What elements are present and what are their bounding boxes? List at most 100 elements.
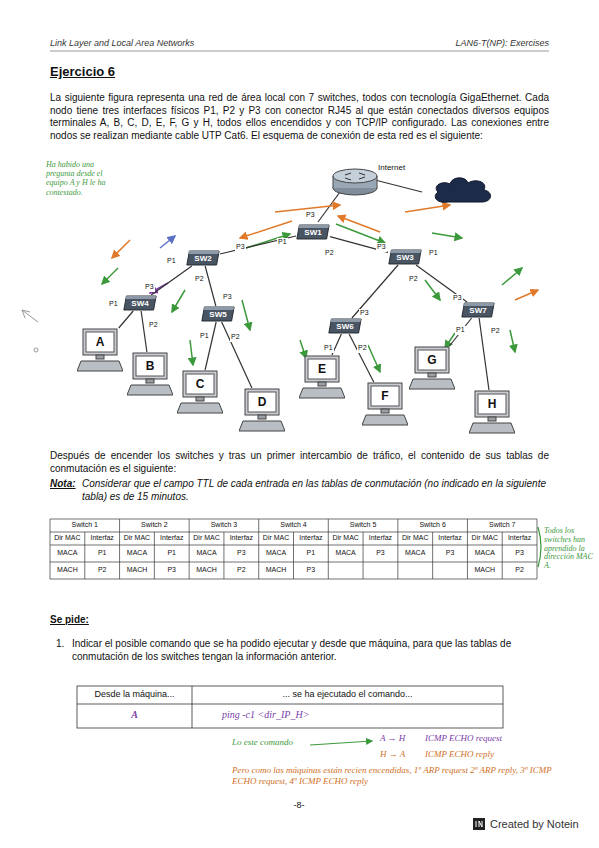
pc-node: G (409, 346, 455, 390)
table-cell: P2 (502, 562, 537, 579)
pc-part (196, 397, 204, 401)
switch-body (389, 250, 421, 264)
table-cell: P1 (85, 545, 120, 562)
table-cell: MACA (259, 545, 294, 562)
table-cell: MACA (120, 545, 155, 562)
table-cell: Dir MAC (259, 532, 294, 545)
table-cell: MACA (189, 545, 224, 562)
grid-line (50, 519, 537, 520)
grid-line (328, 519, 329, 579)
table-cell: P1 (294, 545, 329, 562)
running-header: LAN6-T(NP): Exercises (430, 38, 549, 49)
table-cell: P2 (85, 562, 120, 579)
pc-shape (77, 328, 123, 372)
pc-node: F (362, 382, 408, 426)
pc-part (475, 391, 509, 417)
pc-part (86, 332, 114, 352)
network-link (205, 266, 216, 306)
table-cell: P3 (433, 545, 468, 562)
node-text: G (418, 350, 446, 370)
table-header: Switch 3 (189, 519, 259, 532)
table-header: Switch 7 (467, 519, 537, 532)
table-cell: P3 (224, 545, 259, 562)
pc-part (409, 379, 455, 389)
item-number: 1. (56, 638, 64, 651)
port-label: P1 (199, 332, 210, 341)
cloud-shape (418, 166, 498, 206)
pc-part (381, 409, 389, 413)
table-cell: P3 (294, 562, 329, 579)
pc-part (305, 356, 339, 382)
switch-body (187, 251, 219, 265)
grid-line (223, 532, 224, 579)
pc-part (415, 347, 449, 373)
question-text: Indicar el posible comando que se ha pod… (72, 638, 542, 663)
pc-part (368, 383, 402, 409)
pc-part (371, 386, 399, 406)
grid-line (397, 519, 398, 579)
grid-line (258, 519, 259, 579)
port-label: P3 (359, 309, 370, 318)
node-text: H (478, 394, 506, 414)
port-label: P2 (148, 321, 159, 330)
port-label: P2 (490, 327, 501, 336)
table-cell: Interfaz (85, 532, 120, 545)
grid-line (189, 519, 190, 579)
pc-node: A (77, 328, 123, 372)
node-text: SW4 (131, 299, 148, 308)
table-cell: P3 (502, 545, 537, 562)
grid-line (363, 532, 364, 579)
handwritten-note: Todos los switches han aprendido la dire… (544, 527, 596, 571)
pc-part (488, 417, 496, 421)
node-text: SW7 (469, 306, 486, 315)
table-cell: P3 (154, 562, 189, 579)
port-label: P3 (452, 294, 463, 303)
port-label: P1 (277, 238, 288, 247)
node-text: E (308, 359, 336, 379)
table-header: ... se ha ejecutado el comando... (192, 689, 503, 700)
grid-line (467, 519, 468, 579)
pc-node: E (299, 355, 345, 399)
port-label: P2 (324, 249, 335, 258)
note-heading: Nota: (50, 478, 76, 491)
cloud-shape (435, 178, 490, 202)
grid-line (50, 519, 51, 579)
pc-shape (127, 352, 173, 396)
switch-body (462, 303, 494, 317)
network-link (151, 266, 192, 295)
switch-node: SW2 (186, 250, 220, 266)
pc-shape (469, 390, 515, 434)
pc-shape (362, 382, 408, 426)
pc-part (239, 421, 285, 431)
table-header: Switch 6 (398, 519, 468, 532)
table-cell: MACA (328, 545, 363, 562)
table-cell: MACH (189, 562, 224, 579)
switch-node: SW5 (201, 306, 235, 322)
table-cell: Dir MAC (189, 532, 224, 545)
table-cell: Interfaz (363, 532, 398, 545)
paragraph: Después de encender los switches y tras … (50, 450, 549, 475)
pc-part (133, 353, 167, 379)
pc-part (186, 374, 214, 394)
table-header: Switch 4 (259, 519, 329, 532)
handwritten-note: Pero como las máquinas están recien ence… (232, 765, 562, 788)
switch-body (297, 225, 329, 239)
pc-part (362, 415, 408, 425)
pc-part (96, 355, 104, 359)
switch-node: SW7 (461, 302, 495, 318)
table-cell: Dir MAC (120, 532, 155, 545)
pc-part (478, 394, 506, 414)
network-link (141, 311, 147, 352)
grid-line (432, 532, 433, 579)
table-cell: Interfaz (294, 532, 329, 545)
network-link (479, 318, 489, 390)
port-label: P1 (455, 326, 466, 335)
table-cell: Interfaz (154, 532, 189, 545)
table-cell: MACA (467, 545, 502, 562)
table-cell: Dir MAC (328, 532, 363, 545)
node-text: A (86, 332, 114, 352)
pc-part (183, 371, 217, 397)
port-label: P3 (305, 211, 316, 220)
switch-body (329, 319, 361, 333)
table-cell: Interfaz (502, 532, 537, 545)
